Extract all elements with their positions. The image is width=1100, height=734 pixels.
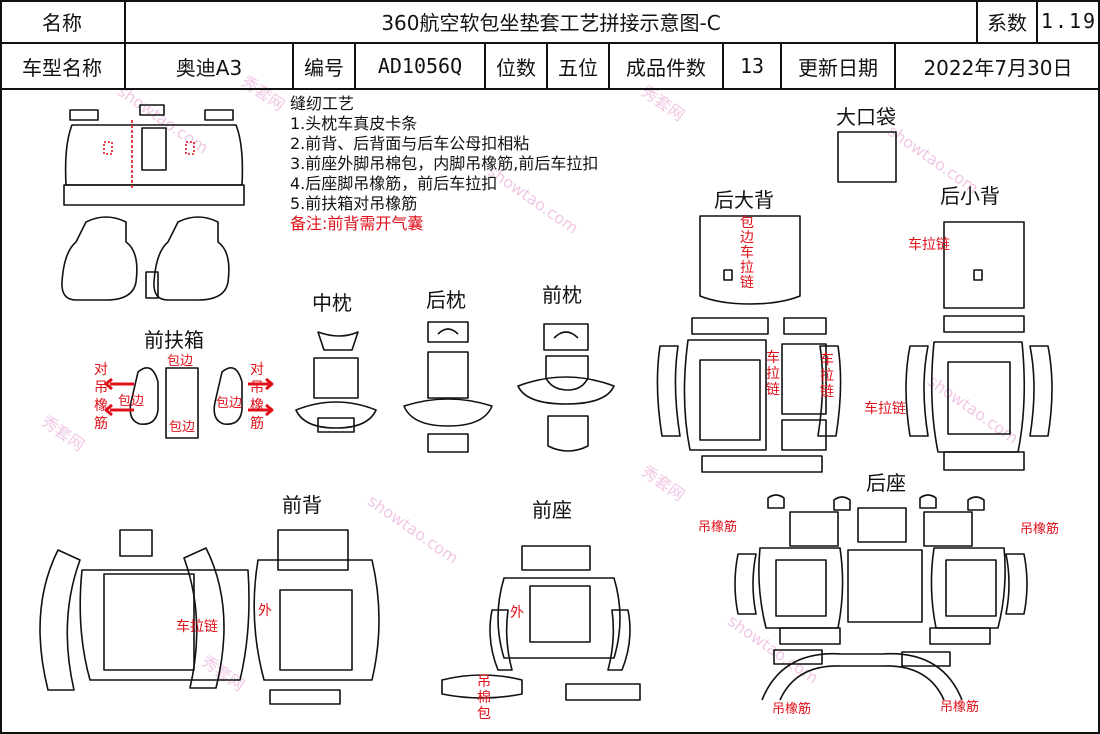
section-rear-big-back: 后大背 bbox=[714, 188, 774, 212]
code-label: 编号 bbox=[294, 44, 356, 88]
section-front-armrest: 前扶箱 bbox=[144, 328, 204, 352]
date-label: 更新日期 bbox=[782, 44, 896, 88]
annotation-edge-wrap: 包边 bbox=[216, 396, 243, 411]
annotation-edge-wrap: 包边 bbox=[118, 394, 145, 409]
section-front-back: 前背 bbox=[282, 493, 322, 517]
seats-value: 五位 bbox=[548, 44, 610, 88]
rear-seat-pieces bbox=[734, 494, 1028, 701]
header-row-1: 名称 360航空软包坐垫套工艺拼接示意图-C 系数 1.19 bbox=[0, 0, 1100, 44]
annotation-zipper: 车拉链 bbox=[908, 237, 950, 253]
notes-title: 缝纫工艺 bbox=[290, 94, 355, 113]
notes-item: 1.头枕车真皮卡条 bbox=[290, 114, 418, 133]
header-row-2: 车型名称 奥迪A3 编号 AD1056Q 位数 五位 成品件数 13 更新日期 … bbox=[0, 44, 1100, 90]
annotation-hang-cotton: 吊棉包 bbox=[477, 674, 491, 722]
coef-label: 系数 bbox=[978, 0, 1038, 42]
front-pillow-pieces bbox=[517, 323, 615, 452]
section-rear-small-back: 后小背 bbox=[940, 184, 1000, 208]
annotation-zipper-vertical: 车拉链 bbox=[766, 350, 780, 398]
front-back-pieces bbox=[39, 529, 380, 705]
model-label: 车型名称 bbox=[0, 44, 126, 88]
notes-item: 5.前扶箱对吊橡筋 bbox=[290, 194, 418, 213]
section-front-seat: 前座 bbox=[532, 498, 572, 522]
annotation-outer: 外 bbox=[258, 603, 272, 619]
front-seat-pieces bbox=[441, 545, 641, 701]
pieces-value: 13 bbox=[724, 44, 782, 88]
front-armrest-pieces bbox=[104, 366, 274, 439]
annotation-hang-rubber: 吊橡筋 bbox=[940, 700, 980, 715]
coef-value: 1.19 bbox=[1040, 9, 1098, 33]
annotation-pair-hang-rubber: 对吊橡筋 bbox=[94, 362, 108, 432]
annotation-edge-wrap: 包边 bbox=[169, 420, 196, 435]
section-front-pillow: 前枕 bbox=[542, 283, 582, 307]
code-value: AD1056Q bbox=[356, 44, 486, 88]
sewing-notes: 缝纫工艺 1.头枕车真皮卡条 2.前背、后背面与后车公母扣相粘 3.前座外脚吊棉… bbox=[290, 94, 598, 234]
notes-item: 2.前背、后背面与后车公母扣相粘 bbox=[290, 134, 530, 153]
annotation-edge-wrap: 包边 bbox=[167, 354, 194, 369]
big-pocket-piece bbox=[837, 131, 897, 183]
section-rear-pillow: 后枕 bbox=[426, 288, 466, 312]
annotation-zipper-vertical: 车拉链 bbox=[820, 352, 834, 400]
section-middle-pillow: 中枕 bbox=[312, 291, 352, 315]
notes-remark: 备注:前背需开气囊 bbox=[290, 214, 424, 233]
rear-pillow-pieces bbox=[403, 321, 493, 453]
model-value: 奥迪A3 bbox=[126, 44, 294, 88]
annotation-zipper: 车拉链 bbox=[864, 401, 906, 417]
annotation-hang-rubber: 吊橡筋 bbox=[772, 702, 812, 717]
notes-item: 3.前座外脚吊棉包，内脚吊橡筋,前后车拉扣 bbox=[290, 154, 599, 173]
middle-pillow-pieces bbox=[295, 331, 377, 433]
seats-label: 位数 bbox=[486, 44, 548, 88]
date-value: 2022年7月30日 bbox=[923, 55, 1073, 80]
annotation-hang-rubber: 吊橡筋 bbox=[1020, 522, 1060, 537]
annotation-hang-rubber: 吊橡筋 bbox=[698, 520, 738, 535]
rear-small-back-pieces bbox=[905, 221, 1053, 471]
annotation-pair-hang-rubber: 对吊橡筋 bbox=[250, 362, 264, 432]
notes-item: 4.后座脚吊橡筋，前后车拉扣 bbox=[290, 174, 498, 193]
section-big-pocket: 大口袋 bbox=[836, 105, 896, 129]
page-title: 360航空软包坐垫套工艺拼接示意图-C bbox=[126, 0, 978, 42]
section-rear-seat: 后座 bbox=[866, 471, 906, 495]
rear-big-back-pieces bbox=[656, 215, 842, 473]
pieces-label: 成品件数 bbox=[610, 44, 724, 88]
seat-overview-icon bbox=[61, 104, 245, 301]
name-label: 名称 bbox=[0, 0, 126, 42]
annotation-zipper: 车拉链 bbox=[176, 619, 218, 635]
annotation-edge-zipper: 包边车拉链 bbox=[740, 215, 754, 291]
annotation-outer: 外 bbox=[510, 605, 524, 621]
